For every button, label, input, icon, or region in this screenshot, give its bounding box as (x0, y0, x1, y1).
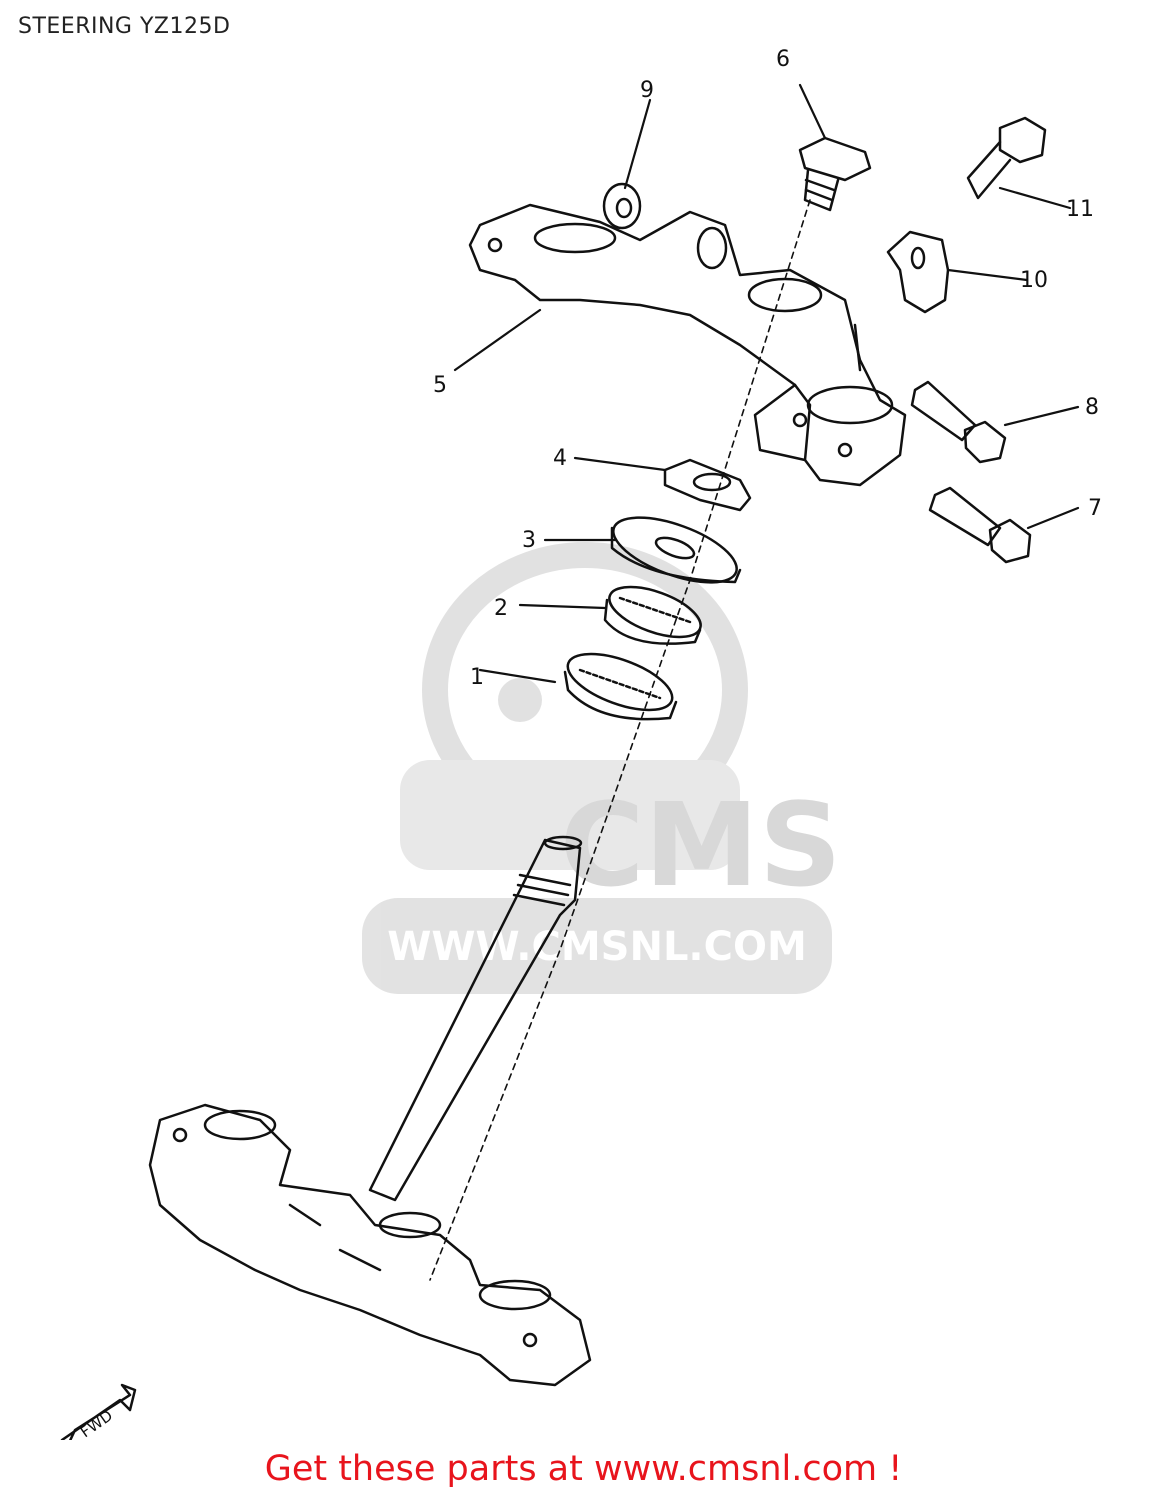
callout-6: 6 (776, 47, 790, 72)
fwd-label: FWD (77, 1406, 116, 1440)
callout-1: 1 (470, 665, 484, 690)
steering-diagram: CMS WWW.CMSNL.COM (60, 47, 1102, 1440)
callout-11: 11 (1066, 197, 1094, 222)
callout-8: 8 (1085, 395, 1099, 420)
part-11-bolt (966, 116, 1047, 200)
part-10-clamp (886, 230, 950, 314)
part-6-bolt (798, 136, 872, 212)
part-4-ring-nut (663, 458, 752, 512)
part-9-nut (602, 182, 642, 230)
cms-watermark: CMS WWW.CMSNL.COM (362, 542, 842, 994)
page-title: STEERING YZ125D (18, 14, 231, 39)
part-8-bolt (910, 380, 1007, 464)
lower-bracket (148, 1103, 592, 1387)
part-7-bolt (928, 486, 1032, 564)
callout-9: 9 (640, 78, 654, 103)
watermark-url: WWW.CMSNL.COM (387, 924, 807, 970)
upper-bracket (468, 203, 907, 487)
part-3-washer (610, 516, 742, 584)
callout-7: 7 (1088, 496, 1102, 521)
callout-3: 3 (522, 528, 536, 553)
part-1-bearing (563, 652, 678, 721)
callout-4: 4 (553, 446, 567, 471)
callout-5: 5 (433, 373, 447, 398)
callout-2: 2 (494, 596, 508, 621)
watermark-brand: CMS (560, 779, 842, 913)
center-axis-line (429, 199, 811, 1281)
steering-stem (368, 835, 583, 1202)
leader-lines (453, 83, 1080, 684)
part-2-bearing (603, 585, 702, 645)
callout-10: 10 (1020, 268, 1048, 293)
footer-link[interactable]: Get these parts at www.cmsnl.com ! (264, 1449, 903, 1489)
fwd-direction-icon (60, 1383, 137, 1440)
